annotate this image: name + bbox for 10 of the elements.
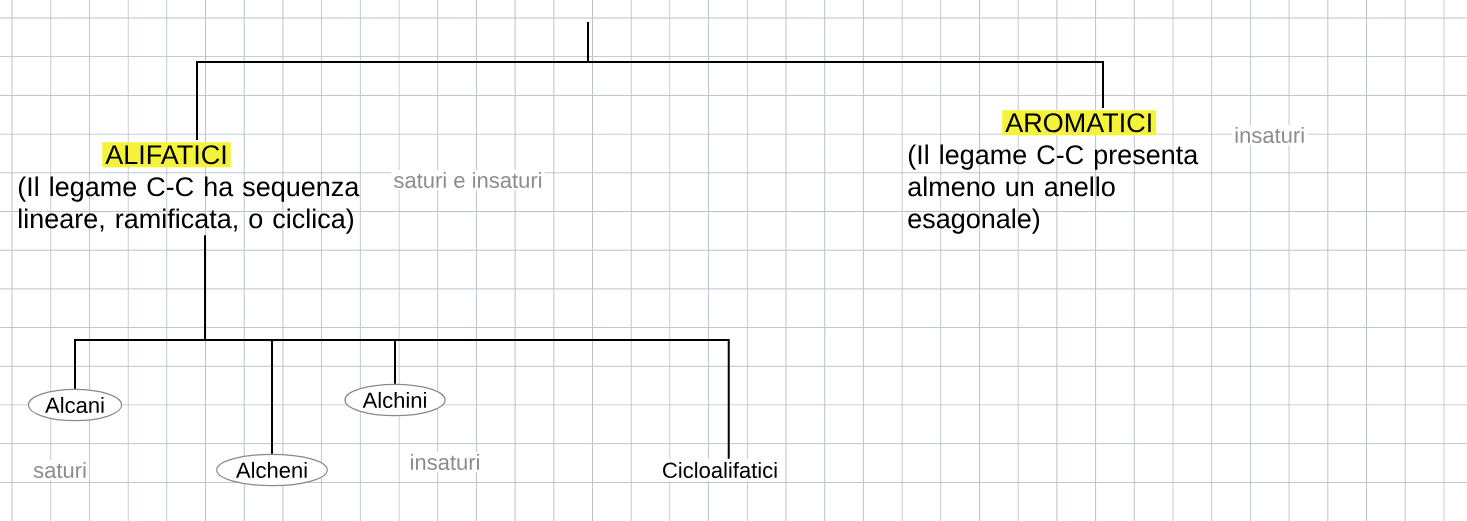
note-text: saturi e insaturi [391,169,545,191]
category-heading: ALIFATICI (Il legame C-C ha sequenza lineare, ramificata, o ciclica) [18,142,360,234]
circled-word: Alchini [344,383,446,417]
tree-line [204,234,730,460]
circled-word: Alcheni [216,453,328,487]
note-text: insaturi [1232,124,1308,146]
category-heading: AROMATICI (Il legame C-C presenta almeno un anello esagonale) [908,110,1199,234]
note-text: saturi [31,459,89,481]
tree-line [587,21,1104,109]
circled-word: Alcani [27,388,123,422]
